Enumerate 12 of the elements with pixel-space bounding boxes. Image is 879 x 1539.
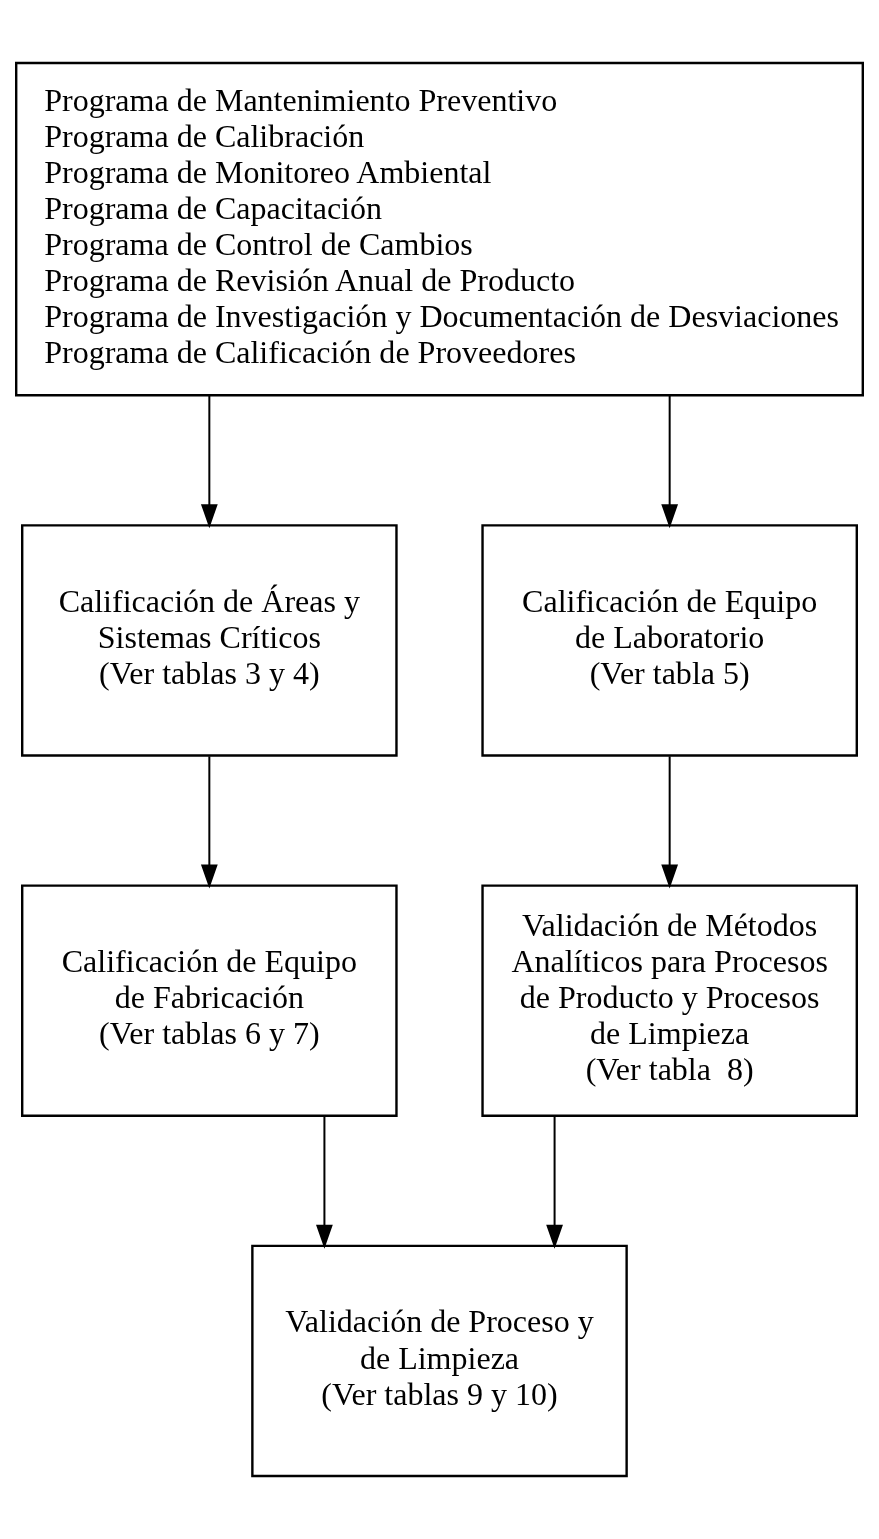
arrow [661,394,679,529]
arrow [316,1115,333,1249]
arrow [661,755,679,889]
node-box: Calificación de Equipo de Laboratorio (Ver tabla 5) [481,524,858,757]
node-box: Calificación de Áreas y Sistemas Críticos (Ver tablas 3 y 4) [21,524,398,757]
arrow [200,755,218,889]
node-box: Calificación de Equipo de Fabricación (Ver tablas 6 y 7) [21,884,398,1117]
node-box: Programa de Mantenimiento Preventivo Programa de Calibración Programa de Monitoreo Ambiental Programa de Capacitación Programa de Control de Cambios Programa de Revisión Anual de Producto Programa de Investigación y Documentación de Desviaciones Programa de Calificación de Proveedores [15,61,864,397]
arrow [200,394,218,529]
arrow [546,1115,563,1249]
node-box: Validación de Métodos Analíticos para Procesos de Producto y Procesos de Limpieza (Ver tabla 8) [481,884,858,1117]
node-box: Validación de Proceso y de Limpieza (Ver tablas 9 y 10) [251,1244,628,1478]
